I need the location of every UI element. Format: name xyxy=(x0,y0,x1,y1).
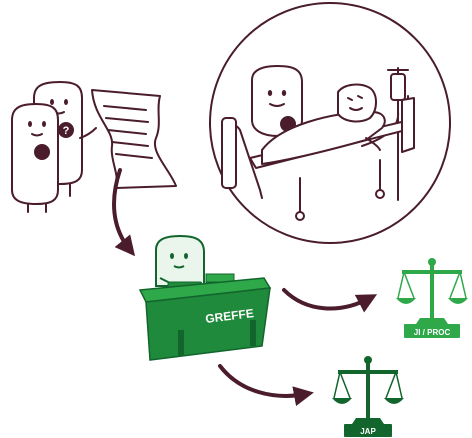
greffe-desk: GREFFE xyxy=(140,236,270,360)
scales-of-justice-icon-ji xyxy=(396,258,468,338)
scale-jap-label: JAP xyxy=(360,427,376,436)
arrow-greffe-to-jap xyxy=(220,366,306,396)
front-badge xyxy=(34,144,50,160)
arrow-greffe-to-ji xyxy=(284,290,370,308)
scale-ji-label: JI / PROC xyxy=(414,328,451,337)
hospital-scene xyxy=(210,3,450,243)
visitor-character xyxy=(252,66,302,136)
document-icon xyxy=(92,90,176,188)
front-character xyxy=(12,104,58,212)
desk-leg-left xyxy=(178,330,184,356)
desk-leg-right xyxy=(250,320,256,346)
scales-of-justice-icon-jap xyxy=(332,356,404,437)
complainant-group: ? xyxy=(12,82,176,212)
svg-text:?: ? xyxy=(63,125,70,137)
clerk-character xyxy=(156,236,204,286)
